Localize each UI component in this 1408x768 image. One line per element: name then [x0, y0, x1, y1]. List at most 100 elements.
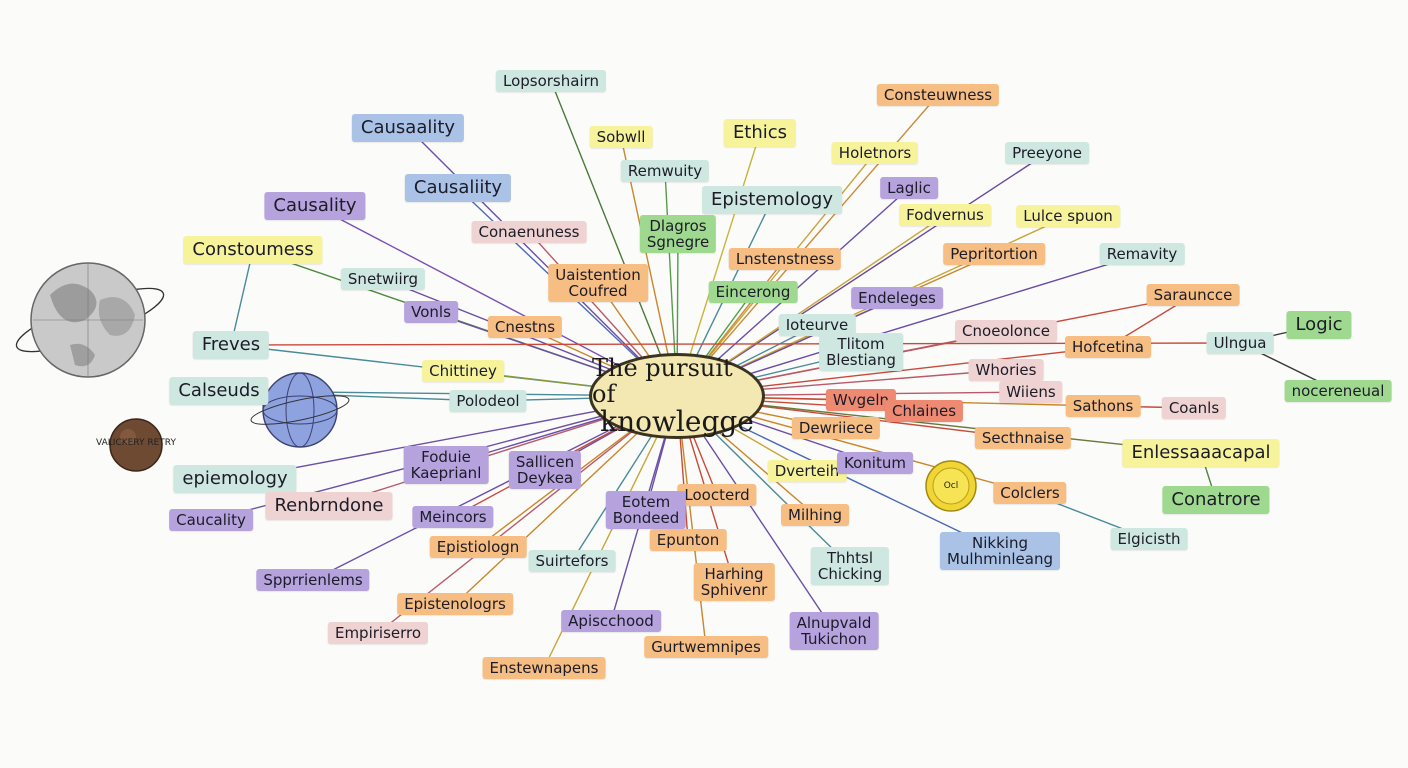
topic-node-dewriiece[interactable]: Dewriiece — [791, 417, 881, 439]
topic-node-ulngua[interactable]: Ulngua — [1206, 332, 1274, 354]
topic-label: Eotem — [621, 493, 671, 511]
topic-label: Epunton — [656, 531, 720, 549]
topic-label: Mulhminleang — [946, 550, 1054, 568]
topic-node-logic-1[interactable]: Laglic — [880, 177, 938, 199]
topic-node-causality-1[interactable]: Causaality — [351, 114, 465, 142]
topic-node-eincerong[interactable]: Eincerong — [708, 281, 798, 303]
topic-node-gurtwemnipes[interactable]: Gurtwemnipes — [644, 636, 768, 658]
topic-node-chlaines[interactable]: Chlaines — [884, 400, 964, 422]
topic-node-wvgeln[interactable]: Wvgeln — [825, 389, 897, 411]
topic-node-enstewnapens[interactable]: Enstewnapens — [482, 657, 606, 679]
connector-ethics — [676, 132, 761, 397]
topic-node-hofcetina[interactable]: Hofcetina — [1065, 336, 1151, 358]
topic-node-meincors[interactable]: Meincors — [412, 506, 494, 528]
topic-node-apiscchood[interactable]: Apiscchood — [561, 610, 661, 632]
topic-label: Chlaines — [891, 402, 957, 420]
gold-coin-icon — [925, 460, 977, 512]
topic-node-whories[interactable]: Whories — [968, 359, 1044, 381]
topic-label: Preeyone — [1012, 144, 1082, 162]
topic-node-snetwiiirg[interactable]: Snetwiirg — [340, 268, 426, 290]
topic-label: Loocterd — [684, 486, 750, 504]
topic-node-empiriserro[interactable]: Empiriserro — [327, 622, 429, 644]
topic-node-consteuwness[interactable]: Consteuwness — [876, 84, 1000, 106]
topic-node-konitum[interactable]: Konitum — [837, 452, 913, 474]
topic-node-epistenologrs[interactable]: Epistenologrs — [397, 593, 513, 615]
topic-node-chittiney[interactable]: Chittiney — [422, 360, 504, 382]
central-topic[interactable]: The pursuit of knowlegge — [589, 353, 765, 439]
topic-node-enlessacapal[interactable]: Enlessaaacapal — [1122, 439, 1280, 467]
connector-enlessacapal — [676, 395, 1202, 454]
topic-label: nocereneual — [1291, 382, 1385, 400]
central-topic-line2: knowlegge — [600, 405, 754, 438]
topic-node-spprrienlems[interactable]: Spprrienlems — [256, 569, 370, 591]
topic-node-nocereneual[interactable]: nocereneual — [1284, 380, 1392, 402]
topic-label: Sathons — [1072, 397, 1134, 415]
topic-node-remavity[interactable]: Remavity — [1099, 243, 1185, 265]
topic-node-colclers[interactable]: Colclers — [993, 482, 1067, 504]
connector-preeyone — [676, 152, 1048, 397]
connector-constoumess-freves — [230, 249, 254, 346]
topic-node-ioteurve[interactable]: Ioteurve — [778, 314, 856, 336]
topic-node-endeleges[interactable]: Endeleges — [851, 287, 943, 309]
topic-node-lopsorshairn[interactable]: Lopsorshairn — [495, 70, 607, 92]
topic-node-epiemology[interactable]: epiemology — [173, 465, 297, 493]
topic-node-epistiologn[interactable]: Epistiologn — [429, 536, 527, 558]
topic-node-milhing[interactable]: Milhing — [781, 504, 849, 526]
topic-node-ethics[interactable]: Ethics — [723, 119, 797, 147]
topic-node-dverteih[interactable]: Dverteih — [767, 460, 847, 482]
topic-label: Polodeol — [456, 392, 520, 410]
topic-node-caucality[interactable]: Caucality — [169, 509, 253, 531]
topic-node-sobwll[interactable]: Sobwll — [589, 126, 653, 148]
topic-node-lulce-spuon[interactable]: Lulce spuon — [1016, 205, 1120, 227]
topic-node-logic-2[interactable]: Logic — [1286, 311, 1352, 339]
topic-node-sarauncce[interactable]: Sarauncce — [1146, 284, 1240, 306]
topic-node-fodvernus[interactable]: Fodvernus — [899, 204, 991, 226]
topic-node-wiiens[interactable]: Wiiens — [999, 381, 1063, 403]
topic-node-polodeol[interactable]: Polodeol — [449, 390, 527, 412]
topic-node-loctcerd[interactable]: Loocterd — [677, 484, 757, 506]
topic-label: Apiscchood — [568, 612, 654, 630]
topic-label: Colclers — [1000, 484, 1060, 502]
topic-node-calseuds[interactable]: Calseuds — [169, 377, 269, 405]
topic-label: Spprrienlems — [263, 571, 363, 589]
topic-node-cnestns[interactable]: Cnestns — [487, 316, 563, 338]
topic-node-renbrndone[interactable]: Renbrndone — [265, 492, 393, 520]
topic-node-preeyone[interactable]: Preeyone — [1005, 142, 1089, 164]
topic-node-unstenstness[interactable]: Lnstenstness — [728, 248, 842, 270]
topic-node-conatrore[interactable]: Conatrore — [1162, 486, 1270, 514]
topic-label: Laglic — [887, 179, 931, 197]
topic-label: Snetwiirg — [347, 270, 419, 288]
topic-node-holetnors[interactable]: Holetnors — [831, 142, 919, 164]
topic-node-suirtefors[interactable]: Suirtefors — [528, 550, 616, 572]
topic-label: Ethics — [732, 122, 788, 143]
topic-node-causality-2[interactable]: Causaliity — [404, 174, 512, 202]
topic-node-remwity-1[interactable]: Remwuity — [620, 160, 710, 182]
topic-node-vonls[interactable]: Vonls — [404, 301, 458, 323]
topic-node-pepritortion[interactable]: Pepritortion — [943, 243, 1045, 265]
coin-label: Ocl — [943, 481, 959, 491]
topic-node-elgicisth[interactable]: Elgicisth — [1110, 528, 1188, 550]
topic-label: Ulngua — [1213, 334, 1267, 352]
topic-node-secthnaise[interactable]: Secthnaise — [974, 427, 1072, 449]
topic-node-epunton[interactable]: Epunton — [649, 529, 727, 551]
topic-node-coanls[interactable]: Coanls — [1161, 397, 1227, 419]
topic-node-constoumess[interactable]: Constoumess — [183, 236, 323, 264]
connector-causality-1 — [407, 127, 678, 397]
topic-node-causality-3[interactable]: Causality — [264, 192, 366, 220]
topic-node-epistemology[interactable]: Epistemology — [702, 186, 842, 214]
topic-node-sathons[interactable]: Sathons — [1065, 395, 1141, 417]
topic-node-freves[interactable]: Freves — [192, 331, 270, 359]
topic-node-conaenuness[interactable]: Conaenuness — [471, 221, 587, 243]
topic-node-cnoeolonce[interactable]: Cnoeolonce — [955, 320, 1057, 342]
